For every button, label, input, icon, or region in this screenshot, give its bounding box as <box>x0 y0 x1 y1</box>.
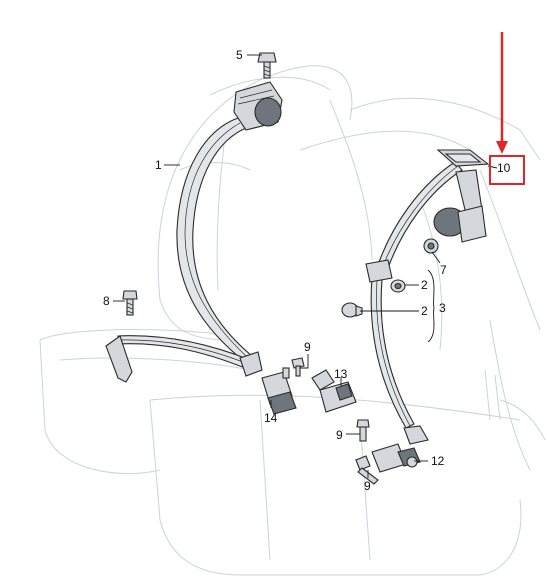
highlight-arrow-head <box>496 141 508 154</box>
highlight-box <box>489 155 525 185</box>
retractor-10 <box>433 149 490 243</box>
callout-12: 12 <box>431 454 445 468</box>
buckle-12 <box>371 443 421 473</box>
buckle-13 <box>311 369 357 413</box>
callout-9-middle: 9 <box>336 428 343 442</box>
rear-seat-outline <box>39 65 546 576</box>
callout-7: 7 <box>440 263 447 277</box>
callout-9-bottom: 9 <box>364 479 371 493</box>
callout-2-lower: 2 <box>421 304 428 318</box>
nut-7 <box>423 238 439 254</box>
left-retractor <box>233 81 283 131</box>
callout-10: 10 <box>497 161 511 175</box>
cap-2 <box>341 279 406 318</box>
bolt-8 <box>122 290 138 316</box>
buckle-14 <box>261 357 305 415</box>
bolt-5 <box>257 52 277 79</box>
callout-labels: 5 1 8 9 13 14 9 9 12 10 7 2 2 3 <box>103 48 511 493</box>
callout-1: 1 <box>155 158 162 172</box>
highlight-annotation <box>489 32 525 185</box>
callout-9-top: 9 <box>304 340 311 354</box>
callout-13: 13 <box>334 367 348 381</box>
callout-2-upper: 2 <box>421 278 428 292</box>
left-seat-belt <box>105 117 263 383</box>
callout-5: 5 <box>236 48 243 62</box>
callout-14: 14 <box>264 411 278 425</box>
callout-8: 8 <box>103 294 110 308</box>
right-seat-belt <box>365 161 463 445</box>
callout-3: 3 <box>439 301 446 315</box>
